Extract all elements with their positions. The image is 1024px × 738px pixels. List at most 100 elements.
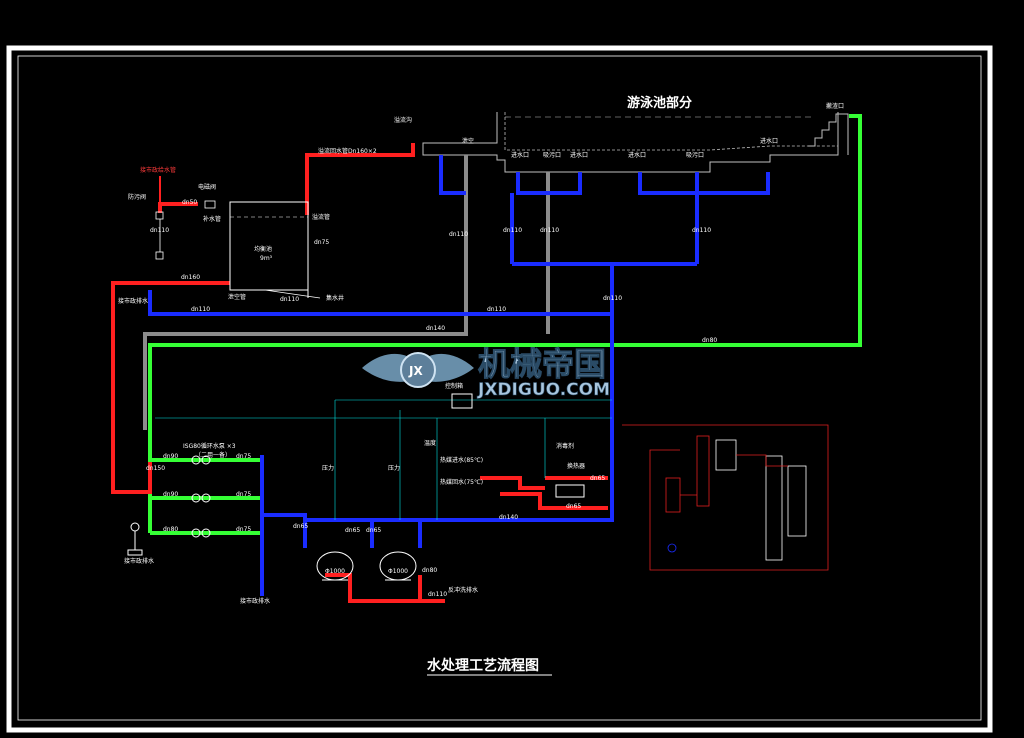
ps-23: dn140: [499, 514, 518, 521]
ps-14: dn75: [236, 526, 251, 533]
disinfector-label: 消毒剂: [556, 442, 574, 450]
overflow-pipe-label: 溢流管: [312, 213, 330, 221]
chemical-dosing-panel: [622, 424, 829, 571]
pump-2a: [191, 493, 201, 503]
ps-19: dn65: [345, 527, 360, 534]
ps-13: dn75: [236, 491, 251, 498]
inner-frame: [17, 55, 982, 721]
balance-tank: 均衡池 9m³: [229, 201, 321, 299]
pool-outline: [422, 112, 839, 173]
pool-steps: [808, 113, 849, 155]
ps-9: dn140: [426, 325, 445, 332]
dosing-tank-2: [696, 435, 710, 507]
filter-header: [262, 513, 307, 548]
backwash-red: [325, 573, 422, 603]
ps-22: dn110: [428, 591, 447, 598]
ps-15: dn90: [163, 453, 178, 460]
ps-29: dn110: [280, 296, 299, 303]
strainer-label: 接市政排水: [124, 557, 154, 565]
inlet-label-3: 进水口: [628, 151, 646, 159]
return-pipes: [148, 155, 770, 596]
to-heater: [420, 510, 614, 522]
solenoid-box: [204, 200, 216, 209]
drain-pipe-label: 泄空管: [228, 293, 246, 301]
ps-12: dn75: [236, 453, 251, 460]
heat-exchanger: [555, 484, 585, 498]
supply-pipes: [148, 114, 862, 535]
filter-2-label: Φ1000: [388, 568, 408, 575]
backwash-label: 反冲洗排水: [448, 586, 478, 594]
valve-b: [155, 251, 164, 260]
ps-11: dn150: [146, 465, 165, 472]
drain-riser-1: [143, 155, 468, 430]
ps-3: dn110: [540, 227, 559, 234]
hot-return-label: 热媒回水(75℃): [440, 478, 483, 486]
dosing-tank-1: [665, 477, 681, 513]
strainer: [130, 522, 140, 532]
ps-27: dn110: [150, 227, 169, 234]
ps-24: dn65: [566, 503, 581, 510]
ps-26: dn50: [182, 199, 197, 206]
outer-frame: [6, 45, 993, 733]
hot-supply: [480, 476, 545, 490]
ps-10: dn80: [702, 337, 717, 344]
dosing-pump: [667, 543, 677, 553]
watermark-cn: 机械帝国: [478, 345, 606, 383]
ps-8: dn75: [314, 239, 329, 246]
ps-21: dn80: [422, 567, 437, 574]
watermark-logo: JX: [408, 364, 423, 378]
ps-17: dn80: [163, 526, 178, 533]
control-lines: [155, 399, 612, 520]
supply-loop-top: [148, 114, 862, 420]
control-box-label: 控制箱: [445, 382, 463, 390]
pump-1a: [191, 455, 201, 465]
dosing-tank-3: [715, 439, 737, 471]
filter-header-2: [305, 518, 422, 548]
hot-supply-label: 热媒进水(85℃): [440, 456, 483, 464]
watermark-wings: [362, 353, 474, 382]
temperature-label: 温度: [424, 439, 436, 447]
inlet-label-1: 进水口: [511, 151, 529, 159]
overflow-return-red: [305, 143, 415, 215]
near-drain-label: 接市政排水: [118, 297, 148, 305]
ps-4: dn160: [181, 274, 200, 281]
ps-20: dn65: [366, 527, 381, 534]
dosing-tank-4: [765, 455, 783, 561]
overflow-blue: [439, 155, 466, 195]
suction-label-1: 吸污口: [543, 151, 561, 159]
municipal-supply-label: 接市政给水管: [140, 166, 176, 174]
tank-return-red: [111, 281, 230, 494]
pool-drain-label: 泄空: [462, 137, 474, 145]
ps-25: dn65: [590, 475, 605, 482]
pool-title: 游泳池部分: [627, 95, 692, 111]
panel-outline: [622, 424, 829, 571]
overflow-return-label: 溢流回水管Dn160×2: [318, 147, 377, 155]
solenoid-label: 电磁阀: [198, 183, 216, 191]
sand-filters: [316, 551, 417, 581]
pump-3a: [191, 528, 201, 538]
ps-18: dn65: [293, 523, 308, 530]
dosing-line-2: [736, 454, 788, 467]
overflow-trench-label: 溢流沟: [394, 116, 412, 124]
tank-label: 均衡池: [254, 245, 272, 253]
circulation-pumps: [127, 455, 211, 556]
dosing-tank-5: [787, 465, 807, 537]
control-box: [451, 393, 473, 409]
watermark-gear: [400, 352, 436, 388]
ps-2: dn110: [503, 227, 522, 234]
ps-16: dn90: [163, 491, 178, 498]
drawing-title: 水处理工艺流程图: [427, 657, 539, 674]
watermark: JX 机械帝国 JXDIGUO.COM: [362, 345, 610, 400]
filter-2: [379, 551, 417, 581]
makeup-label: 补水管: [203, 215, 221, 223]
ps-5: dn110: [191, 306, 210, 313]
pump-3b: [201, 528, 211, 538]
pressure-2-label: 压力: [388, 464, 400, 472]
pump-2b: [201, 493, 211, 503]
tank-outlet: [148, 290, 612, 316]
ps-28: dn110: [603, 295, 622, 302]
pipe-size-labels: dn110 dn110 dn110 dn160 dn110 dn110 dn11…: [146, 199, 717, 598]
ps-6: dn110: [487, 306, 506, 313]
sump-line: [264, 289, 321, 299]
